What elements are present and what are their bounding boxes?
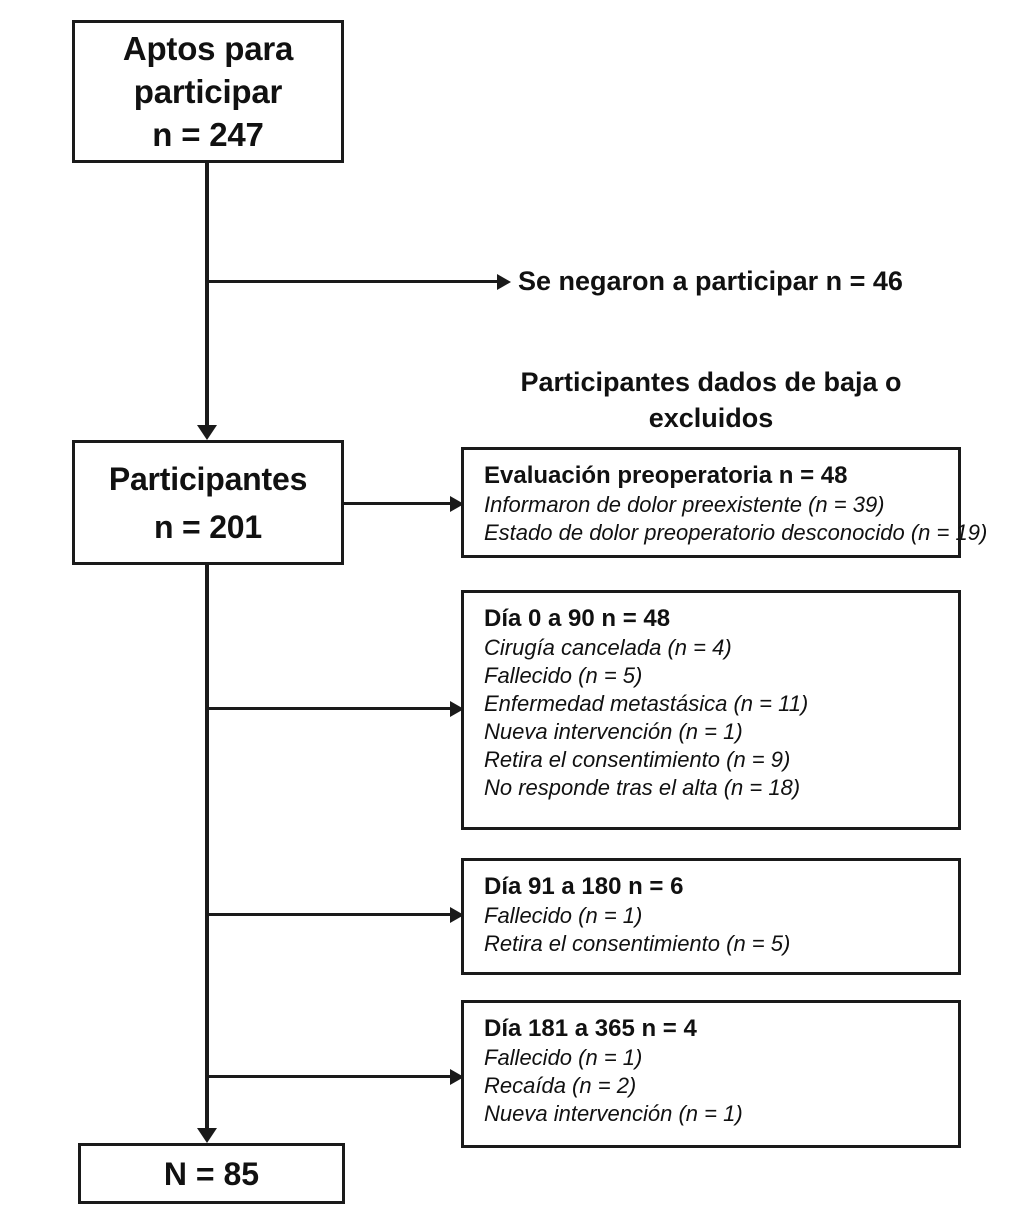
arrowhead-to-refused-label	[497, 274, 511, 290]
arrowhead-to-exclusion-day-181-365	[450, 1069, 464, 1085]
arrowhead-into-final	[197, 1128, 217, 1143]
connector-to-exclusion-day-91-180	[205, 913, 457, 916]
node-participants-line-2: n = 201	[153, 508, 262, 545]
exclusion-box-day-0-90-item: Enfermedad metastásica (n = 11)	[484, 691, 809, 716]
arrowhead-to-exclusion-preop	[450, 496, 464, 512]
exclusion-box-day-0-90-title: Día 0 a 90 n = 48	[484, 605, 671, 632]
exclusion-box-day-91-180-item: Retira el consentimiento (n = 5)	[484, 931, 791, 956]
connector-to-exclusion-day-181-365	[205, 1075, 457, 1078]
connector-participants-to-final	[205, 565, 209, 1128]
node-final-sample: N = 85	[78, 1143, 345, 1204]
exclusion-box-preop-item: Informaron de dolor preexistente (n = 39…	[484, 492, 885, 517]
node-eligible-line-1: Aptos para	[122, 30, 294, 67]
node-participants-line-1: Participantes	[108, 460, 308, 497]
connector-to-exclusion-day-0-90	[205, 707, 457, 710]
exclusion-box-day-91-180-item: Fallecido (n = 1)	[484, 903, 643, 928]
exclusion-box-preop: Evaluación preoperatoria n = 48 Informar…	[461, 447, 988, 558]
exclusion-box-day-181-365-item: Recaída (n = 2)	[484, 1073, 637, 1098]
exclusion-box-day-181-365: Día 181 a 365 n = 4 Fallecido (n = 1) Re…	[461, 1000, 961, 1148]
label-excluded-header: Participantes dados de baja o excluidos	[520, 367, 902, 433]
exclusion-box-preop-title: Evaluación preoperatoria n = 48	[484, 462, 848, 489]
exclusion-box-day-0-90-item: Retira el consentimiento (n = 9)	[484, 747, 791, 772]
exclusion-box-day-91-180-title: Día 91 a 180 n = 6	[484, 873, 684, 900]
node-participants: Participantes n = 201	[72, 440, 344, 565]
connector-to-refused-label	[205, 280, 503, 283]
exclusion-box-preop-item: Estado de dolor preoperatorio desconocid…	[484, 520, 988, 545]
connector-eligible-to-participants	[205, 163, 209, 425]
exclusion-box-day-0-90: Día 0 a 90 n = 48 Cirugía cancelada (n =…	[461, 590, 961, 830]
exclusion-box-day-0-90-item: No responde tras el alta (n = 18)	[484, 775, 801, 800]
node-eligible-line-2: participar	[133, 73, 283, 110]
exclusion-box-day-0-90-item: Nueva intervención (n = 1)	[484, 719, 743, 744]
exclusion-box-day-0-90-item: Fallecido (n = 5)	[484, 663, 643, 688]
exclusion-box-day-0-90-item: Cirugía cancelada (n = 4)	[484, 635, 732, 660]
node-eligible-line-3: n = 247	[152, 116, 264, 153]
connector-to-exclusion-preop	[344, 502, 457, 505]
arrowhead-into-participants	[197, 425, 217, 440]
arrowhead-to-exclusion-day-0-90	[450, 701, 464, 717]
node-eligible: Aptos para participar n = 247	[72, 20, 344, 163]
exclusion-box-day-181-365-title: Día 181 a 365 n = 4	[484, 1015, 697, 1042]
exclusion-box-day-181-365-item: Fallecido (n = 1)	[484, 1045, 643, 1070]
exclusion-box-day-181-365-item: Nueva intervención (n = 1)	[484, 1101, 743, 1126]
label-refused-to-participate: Se negaron a participar n = 46	[518, 266, 903, 296]
arrowhead-to-exclusion-day-91-180	[450, 907, 464, 923]
node-final-sample-line-1: N = 85	[163, 1155, 260, 1192]
exclusion-box-day-91-180: Día 91 a 180 n = 6 Fallecido (n = 1) Ret…	[461, 858, 961, 975]
